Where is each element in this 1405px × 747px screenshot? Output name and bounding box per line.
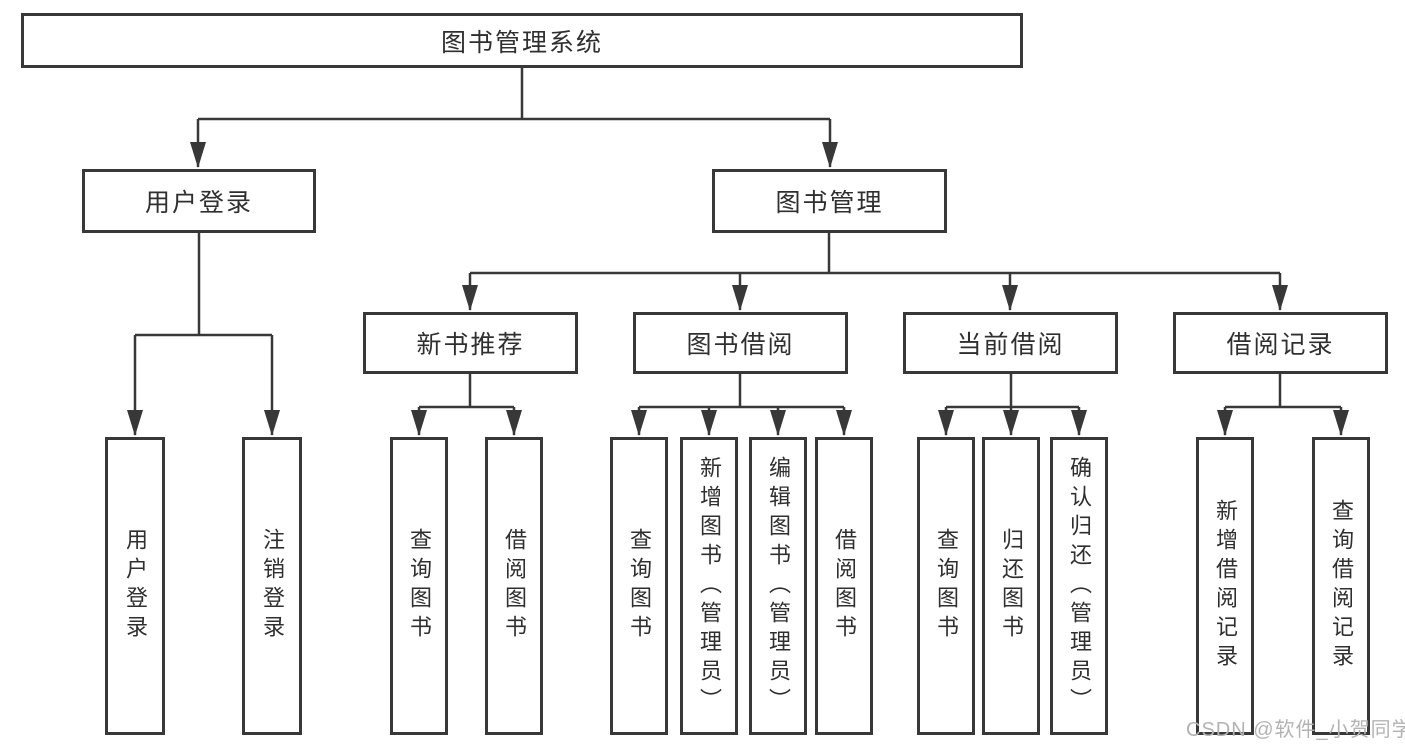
leaf-add-books-admin: 新增图书（管理员） (680, 437, 738, 735)
node-current-borrowing: 当前借阅 (903, 312, 1118, 374)
leaf-logout: 注销登录 (242, 437, 302, 735)
leaf-confirm-return-admin: 确认归还（管理员） (1050, 437, 1108, 735)
leaf-edit-books-admin: 编辑图书（管理员） (749, 437, 807, 735)
leaf-query-books-borrow: 查询图书 (610, 437, 668, 735)
watermark: CSDN @软件_小贺同学 (1186, 719, 1405, 741)
leaf-user-login: 用户登录 (105, 437, 165, 735)
node-new-book-recommend: 新书推荐 (363, 312, 578, 374)
node-book-management: 图书管理 (712, 169, 947, 233)
leaf-query-borrow-record: 查询借阅记录 (1312, 437, 1370, 735)
leaf-query-books-recommend: 查询图书 (390, 437, 448, 735)
leaf-return-books: 归还图书 (982, 437, 1040, 735)
node-root: 图书管理系统 (21, 13, 1023, 68)
node-user-login: 用户登录 (82, 169, 316, 233)
leaf-add-borrow-record: 新增借阅记录 (1196, 437, 1254, 735)
leaf-query-books-current: 查询图书 (917, 437, 975, 735)
leaf-borrow-books-recommend: 借阅图书 (485, 437, 543, 735)
node-borrowing-records: 借阅记录 (1173, 312, 1388, 374)
leaf-borrow-books: 借阅图书 (815, 437, 873, 735)
node-book-borrowing: 图书借阅 (633, 312, 848, 374)
